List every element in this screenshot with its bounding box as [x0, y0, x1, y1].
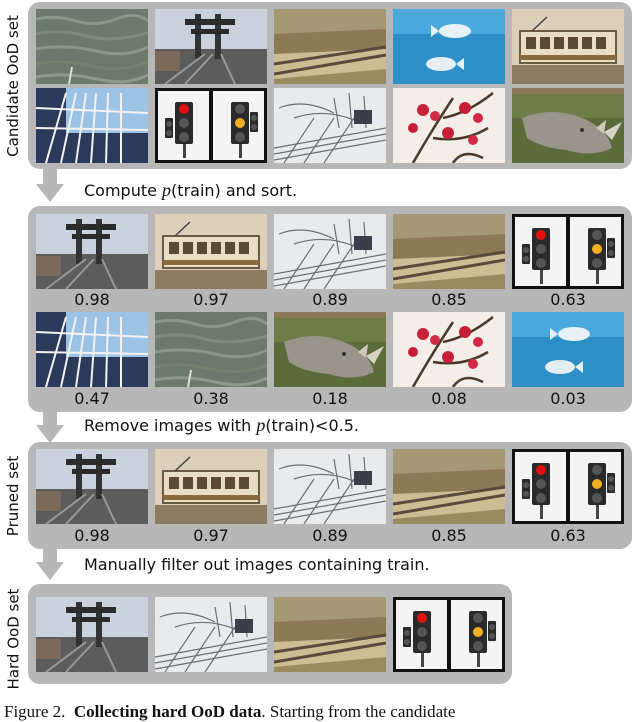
sorted-score: 0.47 [74, 389, 110, 408]
step-compute-sort: Compute p(train) and sort. [84, 180, 298, 200]
pruned-image-tram [155, 449, 267, 524]
hard-ood-set-label: Hard OoD set [0, 584, 28, 694]
sorted-image-water [155, 312, 267, 387]
pruned-set-label-text: Pruned set [4, 455, 22, 536]
pruned-set-label: Pruned set [0, 442, 28, 549]
hard-image-station [36, 597, 148, 672]
candidate-set-label-text: Candidate OoD set [4, 14, 22, 157]
figure-caption: Figure 2. Collecting hard OoD data. Star… [4, 702, 456, 721]
pruned-image-grass-rails [393, 449, 505, 524]
pruned-image-station [36, 449, 148, 524]
sorted-score: 0.38 [193, 389, 229, 408]
hard-image-traffic-lights [393, 597, 505, 672]
sorted-image-sketch [274, 214, 386, 289]
sorted-image-traffic-lights [512, 214, 624, 289]
sorted-image-fish [512, 312, 624, 387]
candidate-image-sky-tower [36, 88, 148, 163]
arrow-1-head [36, 184, 64, 202]
candidate-image-tram [512, 9, 624, 84]
hard-image-grass-rails [274, 597, 386, 672]
pruned-image-traffic-lights [512, 449, 624, 524]
candidate-image-rhino [512, 88, 624, 163]
step-manual-filter: Manually filter out images containing tr… [84, 555, 430, 574]
candidate-image-fish [393, 9, 505, 84]
arrow-2-head [36, 425, 64, 443]
candidate-image-water [36, 9, 148, 84]
arrow-3-head [36, 562, 64, 580]
candidate-set-label: Candidate OoD set [0, 2, 28, 169]
candidate-image-sketch [274, 88, 386, 163]
sorted-score: 0.08 [431, 389, 467, 408]
arrow-1-stem [43, 169, 57, 185]
pruned-score: 0.85 [431, 526, 467, 545]
sorted-image-grass-rails [393, 214, 505, 289]
sorted-image-rhino [274, 312, 386, 387]
sorted-image-station [36, 214, 148, 289]
sorted-score: 0.63 [550, 290, 586, 309]
sorted-image-berries [393, 312, 505, 387]
pruned-score: 0.63 [550, 526, 586, 545]
candidate-image-station [155, 9, 267, 84]
candidate-image-grass-rails [274, 9, 386, 84]
sorted-score: 0.03 [550, 389, 586, 408]
sorted-score: 0.97 [193, 290, 229, 309]
sorted-score: 0.98 [74, 290, 110, 309]
arrow-2-stem [43, 412, 57, 426]
pruned-score: 0.89 [312, 526, 348, 545]
sorted-score: 0.85 [431, 290, 467, 309]
sorted-score: 0.18 [312, 389, 348, 408]
step-remove-low: Remove images with p(train)<0.5. [84, 415, 359, 435]
sorted-image-tram [155, 214, 267, 289]
hard-image-sketch [155, 597, 267, 672]
arrow-3-stem [43, 549, 57, 563]
sorted-image-sky-tower [36, 312, 148, 387]
pruned-score: 0.98 [74, 526, 110, 545]
pruned-image-sketch [274, 449, 386, 524]
pruned-score: 0.97 [193, 526, 229, 545]
candidate-image-traffic-lights [155, 88, 267, 163]
sorted-score: 0.89 [312, 290, 348, 309]
hard-ood-set-label-text: Hard OoD set [4, 588, 22, 690]
candidate-image-berries [393, 88, 505, 163]
